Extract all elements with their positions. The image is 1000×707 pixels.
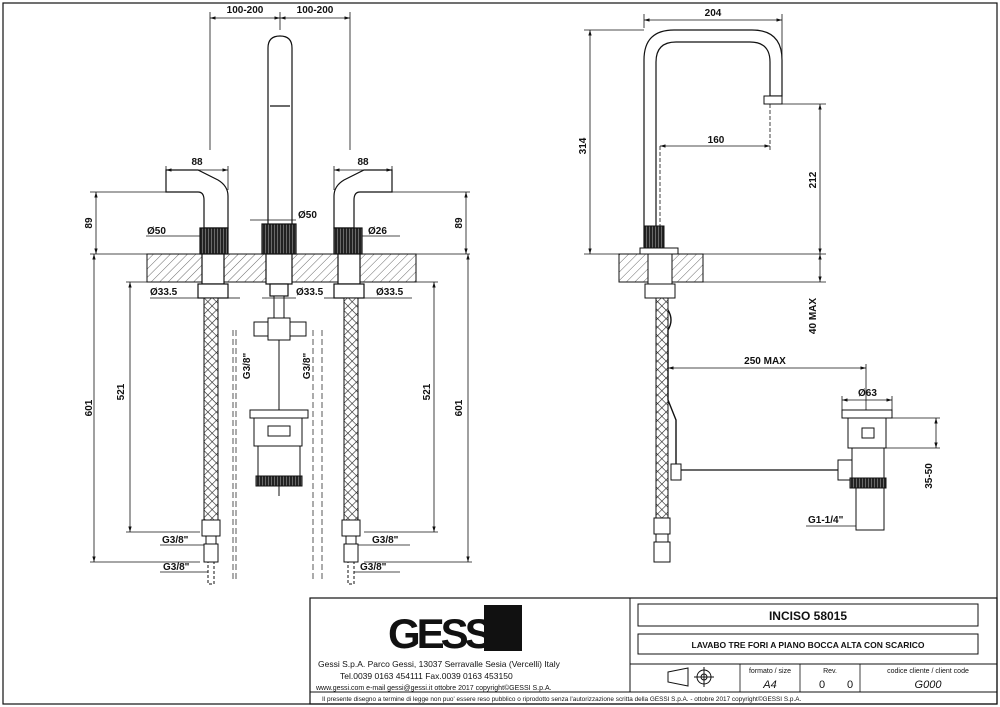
front-conn-lower-left: G3/8" [163, 562, 190, 573]
product-description: LAVABO TRE FORI A PIANO BOCCA ALTA CON S… [692, 640, 925, 650]
client-value: G000 [915, 679, 943, 691]
front-view: 100-200 100-200 88 88 89 89 Ø50 Ø50 Ø26 … [84, 5, 472, 585]
front-height-left: 89 [84, 217, 95, 229]
front-hose-length-left: 521 [116, 383, 127, 400]
side-reach: 204 [705, 8, 722, 19]
front-tee-and-waste [249, 295, 309, 496]
front-shank-center: Ø33.5 [296, 287, 324, 298]
phone-line: Tel.0039 0163 454111 Fax.0039 0163 45315… [340, 671, 513, 681]
front-spacing-right: 100-200 [297, 5, 334, 16]
svg-text:GESSI: GESSI [388, 610, 498, 657]
title-block: GESSI Gessi S.p.A. Parco Gessi, 13037 Se… [309, 597, 998, 705]
side-outlet-height: 212 [808, 171, 819, 188]
front-spout [261, 35, 297, 297]
front-height-right: 89 [454, 217, 465, 229]
side-hose-connectors [653, 517, 671, 563]
front-total-length-left: 601 [84, 399, 95, 416]
side-view: 204 314 160 212 40 MAX 250 MAX Ø63 35-50… [578, 8, 940, 563]
side-popup-rod [667, 309, 677, 470]
side-dimension-lines [584, 14, 940, 527]
front-conn-lower-right: G3/8" [360, 562, 387, 573]
front-hose-length-right: 521 [422, 383, 433, 400]
front-spacing-left: 100-200 [227, 5, 264, 16]
front-left-hose [203, 297, 219, 521]
front-conn-upper-left: G3/8" [162, 535, 189, 546]
client-label: codice cliente / client code [887, 668, 969, 675]
company-line: Gessi S.p.A. Parco Gessi, 13037 Serraval… [318, 659, 561, 669]
legal-notice: Il presente disegno a termine di legge n… [322, 695, 801, 703]
side-waste-reach: 250 MAX [744, 356, 786, 367]
front-center-lines [232, 330, 323, 582]
side-waste-height: 35-50 [924, 463, 935, 489]
side-base [639, 247, 679, 255]
front-conn-upper-right: G3/8" [372, 535, 399, 546]
front-tee-thread-right: G3/8" [302, 353, 313, 380]
web-line: www.gessi.com e-mail gessi@gessi.it otto… [315, 684, 552, 692]
front-dia-spout: Ø50 [298, 210, 317, 221]
product-code: INCISO 58015 [769, 609, 847, 623]
side-waste [837, 409, 893, 531]
side-below-deck: 40 MAX [808, 298, 819, 334]
front-dimension-lines [90, 12, 472, 573]
front-shank-left: Ø33.5 [150, 287, 178, 298]
front-shank-right: Ø33.5 [376, 287, 404, 298]
side-rod-clip [670, 463, 682, 481]
side-nut [644, 283, 676, 299]
side-outlet-reach: 160 [708, 135, 725, 146]
front-left-connectors [201, 519, 221, 585]
side-hose [655, 297, 669, 519]
front-total-length-right: 601 [454, 399, 465, 416]
gessi-logo: GESSI [388, 605, 522, 657]
front-dia-right: Ø26 [368, 226, 387, 237]
side-height: 314 [578, 137, 589, 154]
format-value: A4 [762, 679, 776, 691]
format-label: formato / size [749, 668, 791, 675]
front-right-connectors [341, 519, 361, 585]
front-left-handle [165, 169, 229, 299]
rev-value-2: 0 [847, 679, 853, 691]
front-dia-left: Ø50 [147, 226, 166, 237]
front-right-hose [343, 297, 359, 521]
side-waste-thread: G1-1/4" [808, 515, 844, 526]
side-shank [647, 253, 673, 285]
front-handle-width-left: 88 [191, 157, 203, 168]
front-tee-thread-left: G3/8" [242, 353, 253, 380]
projection-symbol-icon [667, 667, 714, 687]
front-right-handle [333, 169, 393, 299]
rev-label: Rev. [823, 668, 837, 675]
side-waste-dia: Ø63 [858, 388, 877, 399]
side-aerator [763, 95, 783, 105]
rev-value-1: 0 [819, 679, 825, 691]
front-handle-width-right: 88 [357, 157, 369, 168]
